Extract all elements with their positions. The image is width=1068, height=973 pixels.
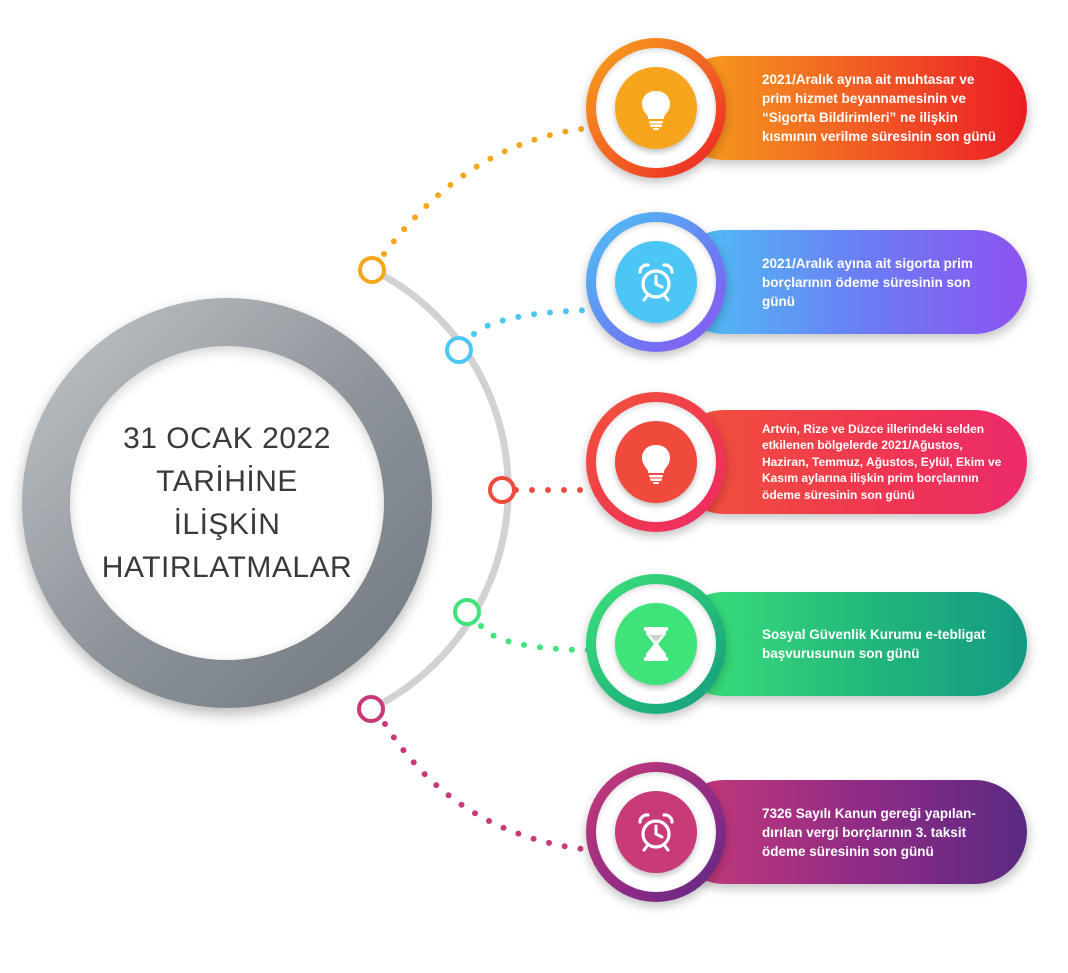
icon-ring — [586, 392, 726, 532]
hourglass-icon — [644, 627, 668, 661]
alarm-clock-icon — [638, 813, 674, 852]
lightbulb-icon — [642, 445, 670, 484]
timeline-node-3 — [488, 476, 516, 504]
reminder-text: 2021/Aralık ayına ait muhtasar ve prim h… — [762, 72, 997, 144]
icon-disc — [615, 67, 697, 149]
reminder-item-4: Sosyal Güvenlik Kurumu e-tebligat başvur… — [582, 574, 1042, 714]
timeline-node-2 — [445, 336, 473, 364]
icon-ring — [586, 38, 726, 178]
timeline-node-4 — [453, 598, 481, 626]
icon-ring — [586, 574, 726, 714]
hub-title: 31 OCAK 2022 TARİHİNE İLİŞKİN HATIRLATMA… — [70, 346, 384, 660]
icon-disc — [615, 421, 697, 503]
reminder-text: Artvin, Rize ve Düzce illerindeki selden… — [762, 421, 1002, 502]
connector-1 — [381, 125, 593, 257]
reminder-banner: 2021/Aralık ayına ait sigorta prim borçl… — [672, 230, 1027, 334]
hub-title-line: İLİŞKİN — [173, 508, 281, 541]
reminder-item-5: 7326 Sayılı Kanun gereği yapılan- dırıla… — [582, 762, 1042, 902]
reminder-text: Sosyal Güvenlik Kurumu e-tebligat başvur… — [762, 627, 986, 661]
timeline-node-1 — [358, 256, 386, 284]
alarm-clock-icon — [638, 263, 674, 302]
lightbulb-icon — [642, 91, 670, 130]
icon-ring — [586, 762, 726, 902]
reminder-banner: 2021/Aralık ayına ait muhtasar ve prim h… — [672, 56, 1027, 160]
reminder-item-2: 2021/Aralık ayına ait sigorta prim borçl… — [582, 212, 1042, 352]
reminder-text: 7326 Sayılı Kanun gereği yapılan- dırıla… — [762, 805, 976, 859]
hub-title-line: HATIRLATMALAR — [101, 551, 353, 584]
connector-5 — [382, 721, 593, 853]
icon-ring — [586, 212, 726, 352]
hub-title-line: TARİHİNE — [156, 465, 298, 498]
reminder-banner: 7326 Sayılı Kanun gereği yapılan- dırıla… — [672, 780, 1027, 884]
icon-disc — [615, 603, 697, 685]
reminder-text: 2021/Aralık ayına ait sigorta prim borçl… — [762, 255, 973, 309]
reminder-banner: Artvin, Rize ve Düzce illerindeki selden… — [672, 410, 1027, 514]
reminder-item-1: 2021/Aralık ayına ait muhtasar ve prim h… — [582, 38, 1042, 178]
reminder-banner: Sosyal Güvenlik Kurumu e-tebligat başvur… — [672, 592, 1027, 696]
icon-disc — [615, 241, 697, 323]
icon-disc — [615, 791, 697, 873]
hub-title-line: 31 OCAK 2022 — [123, 422, 331, 455]
connector-4 — [478, 623, 599, 653]
connector-2 — [471, 307, 599, 337]
timeline-node-5 — [357, 695, 385, 723]
reminder-item-3: Artvin, Rize ve Düzce illerindeki selden… — [582, 392, 1042, 532]
central-hub: 31 OCAK 2022 TARİHİNE İLİŞKİN HATIRLATMA… — [22, 298, 432, 708]
